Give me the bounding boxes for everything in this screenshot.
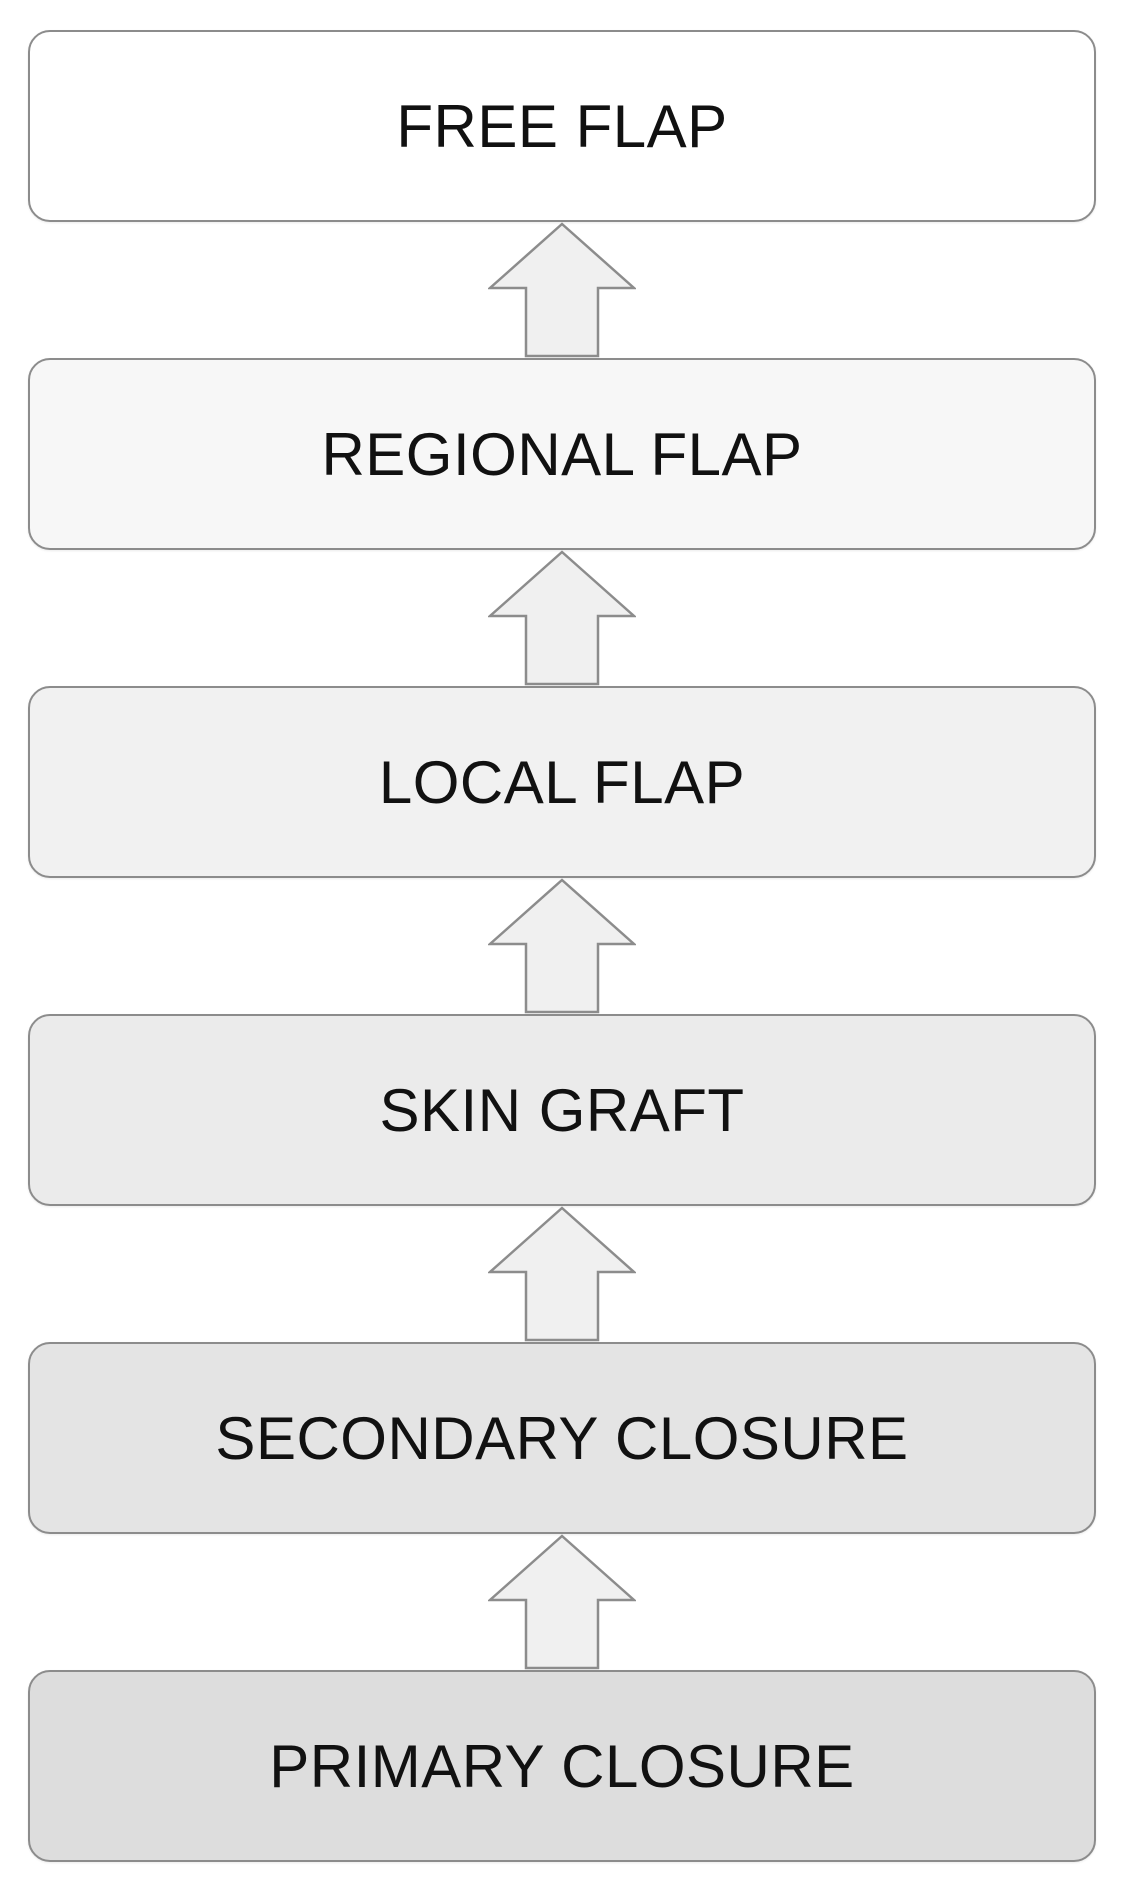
up-arrow-icon — [488, 222, 636, 358]
up-arrow-icon — [488, 1206, 636, 1342]
step-label-skin-graft: SKIN GRAFT — [379, 1076, 745, 1144]
up-arrow-icon — [488, 1534, 636, 1670]
up-arrow-icon — [488, 550, 636, 686]
step-label-free-flap: FREE FLAP — [396, 92, 728, 160]
step-primary-closure: PRIMARY CLOSURE — [28, 1670, 1096, 1862]
step-local-flap: LOCAL FLAP — [28, 686, 1096, 878]
step-regional-flap: REGIONAL FLAP — [28, 358, 1096, 550]
up-arrow-icon — [488, 878, 636, 1014]
step-skin-graft: SKIN GRAFT — [28, 1014, 1096, 1206]
step-label-secondary-closure: SECONDARY CLOSURE — [215, 1404, 909, 1472]
step-label-primary-closure: PRIMARY CLOSURE — [269, 1732, 855, 1800]
step-label-regional-flap: REGIONAL FLAP — [321, 420, 803, 488]
step-free-flap: FREE FLAP — [28, 30, 1096, 222]
step-label-local-flap: LOCAL FLAP — [378, 748, 746, 816]
step-secondary-closure: SECONDARY CLOSURE — [28, 1342, 1096, 1534]
